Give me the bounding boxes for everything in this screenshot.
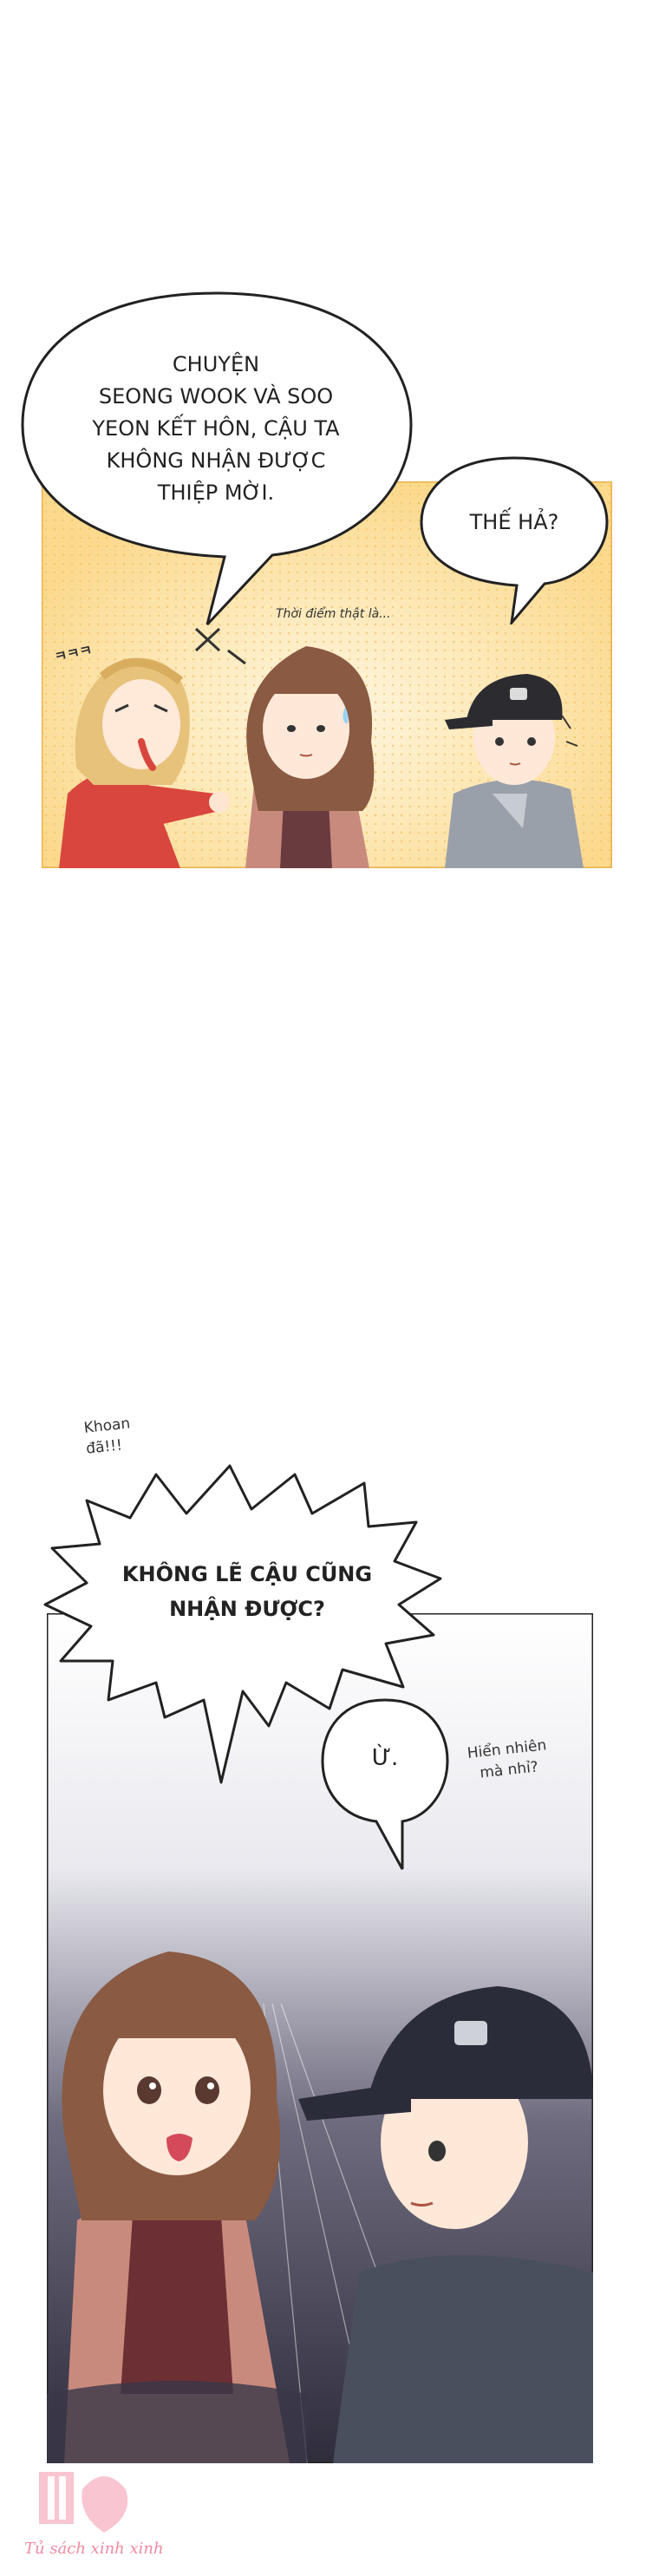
speech-bubble-shape bbox=[21, 291, 413, 626]
whisper-note: Thời điểm thật là... bbox=[276, 607, 391, 621]
reply-bubble-2-shape bbox=[321, 1698, 449, 1870]
aside-note: Hiển nhiên mà nhỉ? bbox=[467, 1735, 550, 1784]
shout-bubble: KHÔNG LẼ CẬU CŨNG NHẬN ĐƯỢC? bbox=[35, 1440, 451, 1795]
reply-2-text: Ừ. bbox=[371, 1745, 399, 1771]
watermark-text: Tủ sách xinh xinh bbox=[24, 2540, 164, 2558]
watermark-logo-icon bbox=[39, 2472, 128, 2533]
speech-line-1: CHUYỆN bbox=[172, 352, 260, 376]
shout-line-2: NHẬN ĐƯỢC? bbox=[169, 1597, 325, 1621]
surprise-marks bbox=[194, 627, 246, 665]
brunette-girl-figure bbox=[245, 646, 375, 868]
shout-line-1: KHÔNG LẼ CẬU CŨNG bbox=[121, 1562, 373, 1586]
panel-2 bbox=[47, 1613, 593, 2463]
blonde-girl-figure bbox=[59, 657, 230, 868]
speech-bubble-main: CHUYỆN SEONG WOOK VÀ SOO YEON KẾT HÔN, C… bbox=[12, 286, 420, 633]
panel-2-art bbox=[47, 1613, 593, 2463]
watermark: Tủ sách xinh xinh bbox=[17, 2455, 243, 2573]
boy-cap-figure bbox=[298, 1986, 593, 2463]
speech-line-4: KHÔNG NHẬN ĐƯỢC bbox=[106, 448, 326, 473]
reply-bubble-2: Ừ. bbox=[316, 1691, 454, 1873]
reply-text: THẾ HẢ? bbox=[469, 510, 559, 534]
reply-bubble-shape bbox=[420, 456, 609, 624]
speech-line-2: SEONG WOOK VÀ SOO bbox=[98, 384, 334, 409]
speech-line-5: THIỆP MỜI. bbox=[157, 481, 275, 505]
speech-line-3: YEON KẾT HÔN, CẬU TA bbox=[92, 416, 340, 441]
speech-bubble-reply: THẾ HẢ? bbox=[414, 451, 614, 624]
shout-bubble-shape bbox=[43, 1464, 442, 1784]
boy-with-cap-figure bbox=[445, 674, 584, 868]
